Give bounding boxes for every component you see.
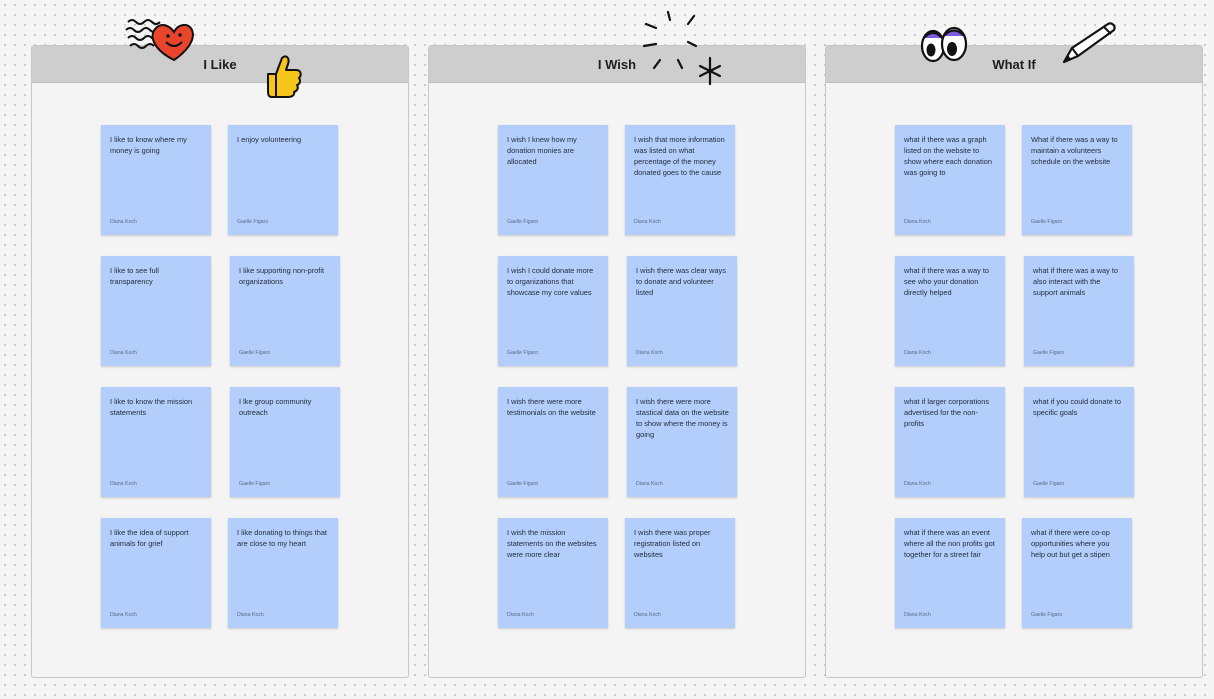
board-title: What If: [992, 56, 1036, 72]
sticky-note-author: Gaelle Figaro: [239, 481, 271, 487]
heart-stamp-icon[interactable]: [124, 14, 196, 64]
board-title: I Wish: [597, 56, 637, 72]
sticky-note-text: I wish there was proper registration lis…: [634, 528, 711, 559]
sticky-note-text: I lke group community outreach: [239, 397, 312, 417]
sticky-note[interactable]: I like supporting non-profit organizatio…: [230, 256, 340, 366]
sticky-note-text: I wish there were more testimonials on t…: [507, 397, 596, 417]
sticky-note-text: I like supporting non-profit organizatio…: [239, 266, 325, 286]
sticky-note-author: Diana Koch: [904, 219, 931, 225]
sticky-note-text: what if there was a way to also interact…: [1033, 266, 1119, 297]
sticky-note[interactable]: I like the idea of support animals for g…: [101, 518, 211, 628]
sticky-note-text: I like to know where my money is going: [110, 135, 187, 155]
sticky-note-author: Gaelle Figaro: [1031, 219, 1063, 225]
sticky-note-text: what if there were co-op opportunities w…: [1031, 528, 1110, 559]
sticky-note[interactable]: I wish there was clear ways to donate an…: [627, 256, 737, 366]
sticky-note[interactable]: what if there was a way to see who your …: [895, 256, 1005, 366]
sticky-note-author: Gaelle Figaro: [507, 219, 539, 225]
sticky-note-text: I like the idea of support animals for g…: [110, 528, 189, 548]
sticky-note-text: I wish there was clear ways to donate an…: [636, 266, 726, 297]
sticky-note-author: Diana Koch: [110, 612, 137, 618]
sticky-note-text: I like donating to things that are close…: [237, 528, 327, 548]
sticky-note-text: what if there was a way to see who your …: [904, 266, 990, 297]
sticky-note-text: I wish I could donate more to organizati…: [507, 266, 594, 297]
sticky-note-author: Diana Koch: [110, 481, 137, 487]
sticky-note-author: Gaelle Figaro: [507, 350, 539, 356]
sticky-note-author: Diana Koch: [634, 219, 661, 225]
sticky-note[interactable]: I like donating to things that are close…: [228, 518, 338, 628]
sticky-note-author: Diana Koch: [507, 612, 534, 618]
sticky-note-text: I wish there were more stastical data on…: [636, 397, 729, 439]
sticky-note[interactable]: what if there were co-op opportunities w…: [1022, 518, 1132, 628]
board-header: I Wish: [429, 46, 805, 83]
sticky-note[interactable]: I wish the mission statements on the web…: [498, 518, 608, 628]
board-header: What If: [826, 46, 1202, 83]
sticky-note-author: Diana Koch: [237, 612, 264, 618]
sticky-note-text: what if there was an event where all the…: [904, 528, 995, 559]
board-i-wish: I Wish I wish I knew how my donation mon…: [428, 45, 806, 678]
sticky-note-author: Gaelle Figaro: [507, 481, 539, 487]
sticky-note-author: Diana Koch: [634, 612, 661, 618]
sticky-note-author: Diana Koch: [110, 219, 137, 225]
googly-eyes-icon[interactable]: [918, 26, 970, 66]
sticky-note-author: Diana Koch: [904, 350, 931, 356]
sticky-note[interactable]: I wish I could donate more to organizati…: [498, 256, 608, 366]
sticky-note-text: what if you could donate to specific goa…: [1033, 397, 1121, 417]
sticky-note-text: I wish I knew how my donation monies are…: [507, 135, 577, 166]
sticky-note-author: Gaelle Figaro: [1033, 350, 1065, 356]
thumbs-up-icon[interactable]: [260, 50, 304, 98]
sticky-note[interactable]: I wish there were more stastical data on…: [627, 387, 737, 497]
sticky-note-text: I enjoy volunteering: [237, 135, 302, 144]
sticky-note-text: I wish the mission statements on the web…: [507, 528, 597, 559]
sticky-note-text: what if there was a graph listed on the …: [904, 135, 992, 177]
sticky-note-author: Diana Koch: [904, 481, 931, 487]
sticky-note[interactable]: what if larger corporations advertised f…: [895, 387, 1005, 497]
sticky-note-author: Gaelle Figaro: [237, 219, 269, 225]
sticky-note[interactable]: I wish that more information was listed …: [625, 125, 735, 235]
board-i-like: I Like I like to know where my money is …: [31, 45, 409, 678]
sticky-note-author: Diana Koch: [904, 612, 931, 618]
sticky-note[interactable]: What if there was a way to maintain a vo…: [1022, 125, 1132, 235]
sticky-note-author: Diana Koch: [636, 481, 663, 487]
sticky-note-author: Gaelle Figaro: [239, 350, 271, 356]
sticky-note-author: Gaelle Figaro: [1031, 612, 1063, 618]
pencil-icon[interactable]: [1058, 18, 1124, 68]
sticky-note[interactable]: what if there was a way to also interact…: [1024, 256, 1134, 366]
sticky-note[interactable]: I wish I knew how my donation monies are…: [498, 125, 608, 235]
sticky-note-text: What if there was a way to maintain a vo…: [1031, 135, 1118, 166]
board-header: I Like: [32, 46, 408, 83]
sticky-note[interactable]: I wish there was proper registration lis…: [625, 518, 735, 628]
sticky-note-author: Diana Koch: [110, 350, 137, 356]
sparkle-burst-icon[interactable]: [640, 10, 725, 88]
sticky-note[interactable]: what if there was an event where all the…: [895, 518, 1005, 628]
sticky-note-author: Diana Koch: [636, 350, 663, 356]
sticky-note-text: I like to see full transparency: [110, 266, 159, 286]
sticky-note-author: Gaelle Figaro: [1033, 481, 1065, 487]
sticky-note[interactable]: what if you could donate to specific goa…: [1024, 387, 1134, 497]
sticky-note-text: what if larger corporations advertised f…: [904, 397, 990, 428]
sticky-note[interactable]: what if there was a graph listed on the …: [895, 125, 1005, 235]
sticky-note-text: I like to know the mission statements: [110, 397, 193, 417]
board-title: I Like: [203, 56, 237, 72]
sticky-note[interactable]: I wish there were more testimonials on t…: [498, 387, 608, 497]
board-what-if: What If what if there was a graph listed…: [825, 45, 1203, 678]
sticky-note-text: I wish that more information was listed …: [634, 135, 725, 177]
